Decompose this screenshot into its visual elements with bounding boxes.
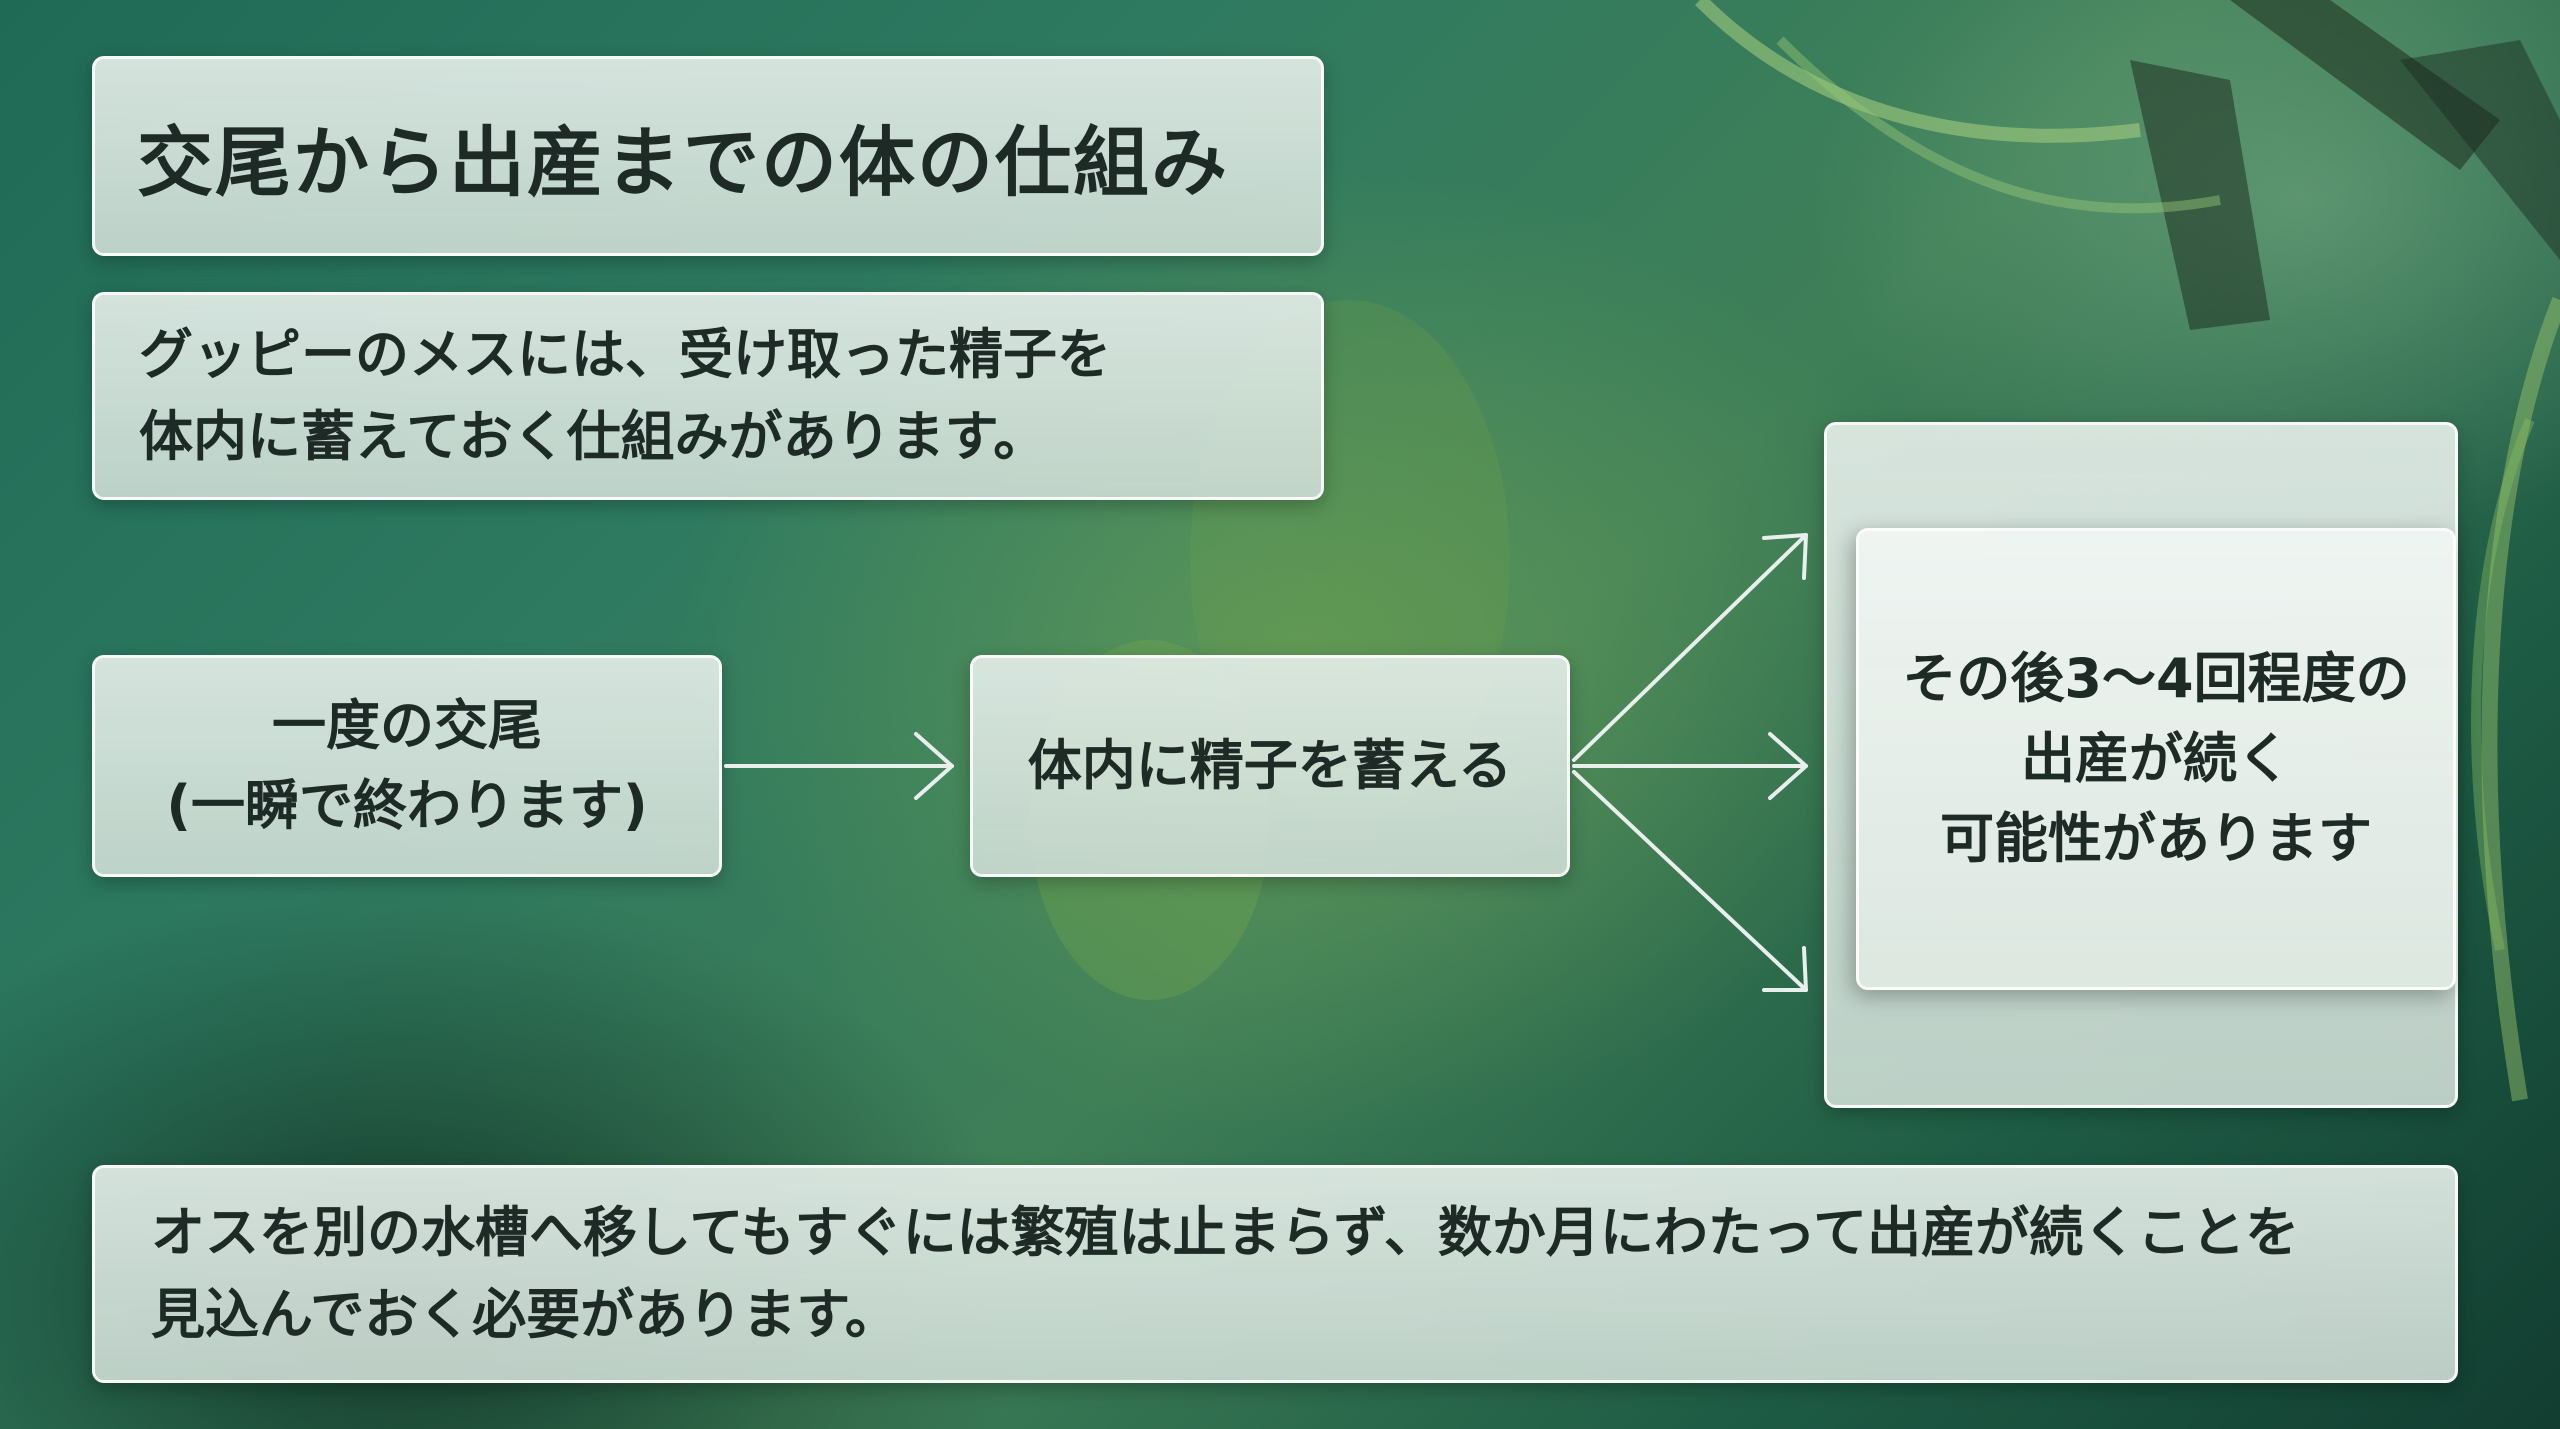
step-mating-text: 一度の交尾 (一瞬で終わります) <box>166 686 647 846</box>
arrow-step1-to-step2 <box>724 732 954 800</box>
result-line-3: 可能性があります <box>1940 807 2372 870</box>
result-box: その後3〜4回程度の 出産が続く 可能性があります <box>1856 528 2456 990</box>
result-text: その後3〜4回程度の 出産が続く 可能性があります <box>1902 639 2409 879</box>
note-line-2: 見込んでおく必要があります。 <box>151 1283 899 1346</box>
intro-line-1: グッピーのメスには、受け取った精子を <box>139 323 1111 386</box>
note-line-1: オスを別の水槽へ移してもすぐには繁殖は止まらず、数か月にわたって出産が続くことを <box>151 1201 2300 1264</box>
note-box: オスを別の水槽へ移してもすぐには繁殖は止まらず、数か月にわたって出産が続くことを… <box>92 1165 2458 1383</box>
arrow-to-result-middle <box>1572 732 1808 800</box>
intro-box: グッピーのメスには、受け取った精子を 体内に蓄えておく仕組みがあります。 <box>92 292 1324 500</box>
arrow-to-result-lower <box>1572 770 1808 992</box>
arrow-to-result-upper <box>1572 533 1808 762</box>
step-mating-line-2: (一瞬で終わります) <box>166 774 648 837</box>
intro-text: グッピーのメスには、受け取った精子を 体内に蓄えておく仕組みがあります。 <box>139 314 1111 478</box>
result-line-1: その後3〜4回程度の <box>1902 647 2410 710</box>
step-mating-line-1: 一度の交尾 <box>271 694 542 757</box>
slide-title-text: 交尾から出産までの体の仕組み <box>137 118 1229 207</box>
step-mating-box: 一度の交尾 (一瞬で終わります) <box>92 655 722 877</box>
step-store-sperm-label: 体内に精子を蓄える <box>1027 734 1513 797</box>
result-line-2: 出産が続く <box>2021 727 2291 790</box>
slide-title: 交尾から出産までの体の仕組み <box>92 56 1324 256</box>
note-text: オスを別の水槽へ移してもすぐには繁殖は止まらず、数か月にわたって出産が続くことを… <box>151 1192 2299 1356</box>
step-store-sperm-box: 体内に精子を蓄える <box>970 655 1570 877</box>
intro-line-2: 体内に蓄えておく仕組みがあります。 <box>139 405 1048 468</box>
